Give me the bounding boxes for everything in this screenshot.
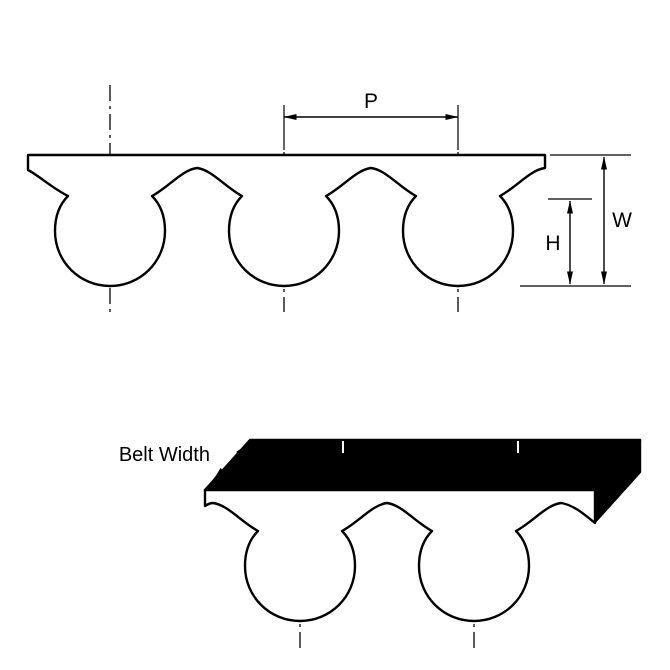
belt-width-label: Belt Width (119, 444, 210, 466)
belt-front-face-profile (203, 488, 597, 623)
width-label: W (612, 209, 632, 232)
pitch-label: P (364, 90, 378, 113)
belt-top-face (203, 438, 642, 492)
belt-width-annotation: Belt Width (119, 444, 248, 480)
isometric-view: Belt Width (119, 438, 642, 648)
profile-view: P W H (26, 85, 632, 312)
belt-width-arrow (213, 444, 248, 480)
dimension-width: W (520, 154, 632, 287)
belt-profile-outline (26, 153, 547, 288)
dimension-height: H (545, 198, 592, 285)
dimension-pitch: P (283, 90, 459, 150)
height-label: H (545, 232, 560, 255)
